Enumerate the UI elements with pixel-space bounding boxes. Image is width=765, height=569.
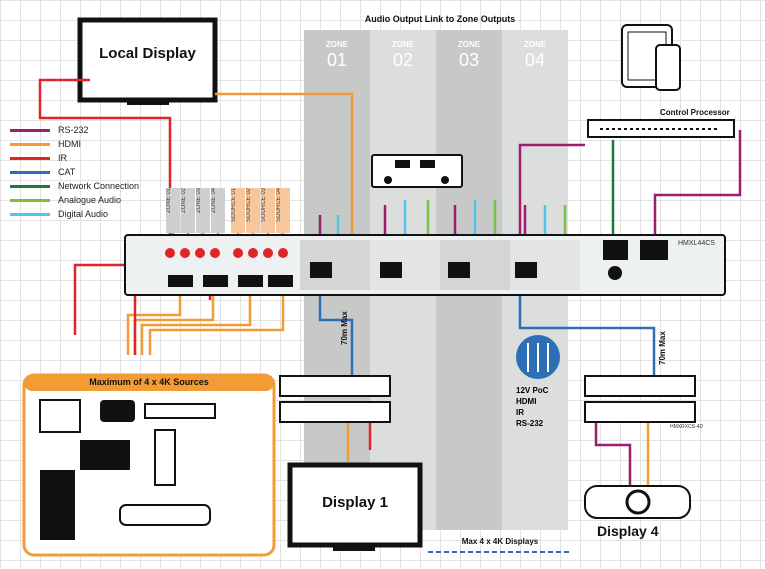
projector-icon xyxy=(584,485,691,519)
feature-poc: 12V PoC xyxy=(516,386,549,395)
ir-zone-3-label: ZONE 03 xyxy=(196,188,202,214)
receiver-model-label: HMXRXCS-4D xyxy=(670,424,704,430)
zone-4-number: 04 xyxy=(524,50,546,70)
legend-swatch xyxy=(10,198,50,202)
source-1-tab: SOURCE 01 xyxy=(231,188,245,233)
legend-cat: CAT xyxy=(10,167,75,177)
receiver-4-icon xyxy=(584,375,696,423)
ir-zone-4-tab: ZONE 04 xyxy=(211,188,225,233)
matrix-model-label: HMXL44CS xyxy=(678,240,715,247)
display-1-label: Display 1 xyxy=(322,494,388,511)
zone-3-number: 03 xyxy=(458,50,480,70)
display-4-label: Display 4 xyxy=(597,523,659,539)
diagram-title: Audio Output Link to Zone Outputs xyxy=(364,14,516,24)
legend-analogue-audio: Analogue Audio xyxy=(10,195,121,205)
control-processor-icon xyxy=(587,119,735,138)
legend-label: RS-232 xyxy=(58,125,89,135)
legend-swatch xyxy=(10,170,50,174)
zone-2-label: ZONE xyxy=(391,40,415,49)
local-display-label: Local Display xyxy=(99,45,196,62)
ir-zone-1-label: ZONE 01 xyxy=(166,188,172,214)
ir-zone-4-label: ZONE 04 xyxy=(211,188,217,214)
source-1-label: SOURCE 01 xyxy=(231,188,237,223)
legend-rs232: RS-232 xyxy=(10,125,89,135)
feature-hdmi: HDMI xyxy=(516,397,537,406)
source-4-tab: SOURCE 04 xyxy=(276,188,290,233)
local-display-icon xyxy=(77,17,218,105)
amplifier-icon xyxy=(371,154,463,188)
sources-title: Maximum of 4 x 4K Sources xyxy=(89,377,209,387)
legend-swatch xyxy=(10,212,50,216)
receiver-1-icon xyxy=(279,375,391,423)
ir-zone-1-tab: ZONE 01 xyxy=(166,188,180,233)
poc-badge-icon xyxy=(516,335,560,379)
legend-label: CAT xyxy=(58,167,76,177)
legend-label: Digital Audio xyxy=(58,209,109,219)
control-processor-label: Control Processor xyxy=(660,108,730,117)
legend-swatch xyxy=(10,142,50,146)
feature-list: 12V PoC HDMI IR RS-232 xyxy=(516,385,548,429)
legend-swatch xyxy=(10,128,50,132)
legend-label: Analogue Audio xyxy=(58,195,122,205)
zone-3-label: ZONE xyxy=(457,40,481,49)
legend-digital-audio: Digital Audio xyxy=(10,209,108,219)
legend-ir: IR xyxy=(10,153,67,163)
ir-zone-2-tab: ZONE 02 xyxy=(181,188,195,233)
legend-swatch xyxy=(10,184,50,188)
matrix-switcher-icon xyxy=(124,234,726,296)
distance-label-2: 70m Max xyxy=(658,331,667,365)
legend-swatch xyxy=(10,156,50,160)
source-2-tab: SOURCE 02 xyxy=(246,188,260,233)
ir-zone-3-tab: ZONE 03 xyxy=(196,188,210,233)
legend-label: Network Connection xyxy=(58,181,140,191)
source-4-label: SOURCE 04 xyxy=(276,188,282,223)
feature-ir: IR xyxy=(516,408,524,417)
feature-rs232: RS-232 xyxy=(516,419,544,428)
legend-label: IR xyxy=(58,153,67,163)
legend-label: HDMI xyxy=(58,139,81,149)
source-2-label: SOURCE 02 xyxy=(246,188,252,223)
display-1-icon xyxy=(287,462,423,551)
zone-1-label: ZONE xyxy=(325,40,349,49)
zone-1-number: 01 xyxy=(326,50,348,70)
source-3-label: SOURCE 03 xyxy=(261,188,267,223)
zone-4-label: ZONE xyxy=(523,40,547,49)
ir-zone-2-label: ZONE 02 xyxy=(181,188,187,214)
sources-box xyxy=(22,373,276,557)
legend-network: Network Connection xyxy=(10,181,139,191)
legend-hdmi: HDMI xyxy=(10,139,81,149)
phone-icon xyxy=(655,44,681,91)
max-displays-label: Max 4 x 4K Displays xyxy=(461,537,539,546)
zone-2-number: 02 xyxy=(392,50,414,70)
source-3-tab: SOURCE 03 xyxy=(261,188,275,233)
distance-label-1: 70m Max xyxy=(340,311,349,345)
